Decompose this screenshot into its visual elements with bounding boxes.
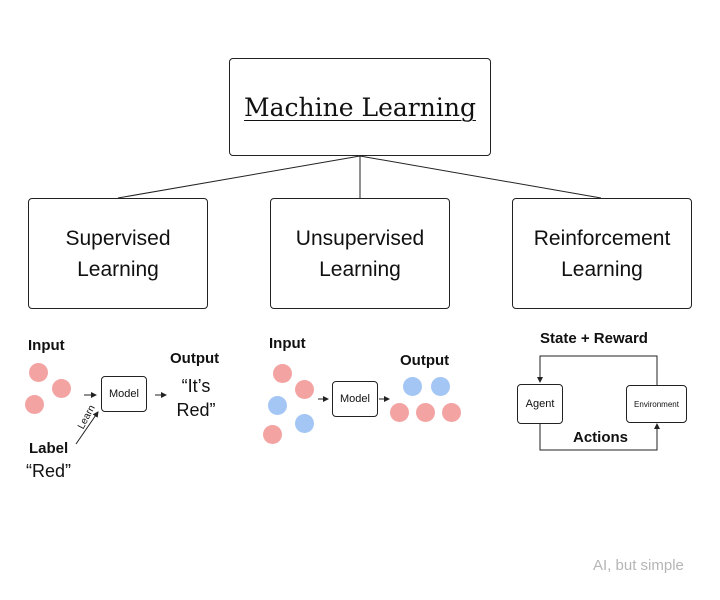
unsup-red-dot <box>263 425 282 444</box>
unsup-blue-dot <box>295 414 314 433</box>
tree-line-reinforcement <box>359 155 602 199</box>
unsup-output-red-dot <box>416 403 435 422</box>
unsup-output-red-dot <box>390 403 409 422</box>
unsup-red-dot <box>273 364 292 383</box>
tree-line-supervised <box>117 155 361 199</box>
root-title: Machine Learning <box>244 92 476 122</box>
unsup-output-red-dot <box>442 403 461 422</box>
supervised-learning-node: Supervised Learning <box>28 198 208 309</box>
sup-red-dot <box>29 363 48 382</box>
sup-output-value: “It’s Red” <box>176 376 216 420</box>
sup-red-dot <box>52 379 71 398</box>
unsup-output-blue-dot <box>431 377 450 396</box>
rl-agent-label: Agent <box>525 398 555 410</box>
rl-actions-path <box>539 423 660 451</box>
unsup-input-label: Input <box>269 335 306 352</box>
rl-state-reward-label: State + Reward <box>540 330 648 347</box>
unsup-model-box: Model <box>332 381 378 417</box>
rl-environment-label: Environment <box>634 399 679 409</box>
sup-label-value: “Red” <box>26 461 72 481</box>
unsup-output-blue-dot <box>403 377 422 396</box>
unsup-red-dot <box>295 380 314 399</box>
unsupervised-learning-label: Unsupervised Learning <box>295 226 425 281</box>
sup-model-box: Model <box>101 376 147 412</box>
rl-agent-box: Agent <box>517 384 563 424</box>
sup-label-heading: Label <box>29 440 69 457</box>
sup-input-label: Input <box>28 337 65 354</box>
unsupervised-learning-node: Unsupervised Learning <box>270 198 450 309</box>
watermark-text: AI, but simple <box>593 557 684 574</box>
unsup-blue-dot <box>268 396 287 415</box>
sup-output-label: Output <box>170 350 220 367</box>
rl-state-reward-path <box>537 355 658 385</box>
rl-environment-box: Environment <box>626 385 687 423</box>
sup-learn-arrow <box>75 411 99 445</box>
unsup-output-label: Output <box>400 352 450 369</box>
sup-red-dot <box>25 395 44 414</box>
supervised-learning-label: Supervised Learning <box>65 226 171 281</box>
unsup-model-label: Model <box>340 393 370 405</box>
sup-model-label: Model <box>109 388 139 400</box>
rl-actions-label: Actions <box>573 429 629 446</box>
root-node: Machine Learning <box>229 58 491 156</box>
reinforcement-learning-label: Reinforcement Learning <box>533 226 671 281</box>
reinforcement-learning-node: Reinforcement Learning <box>512 198 692 309</box>
